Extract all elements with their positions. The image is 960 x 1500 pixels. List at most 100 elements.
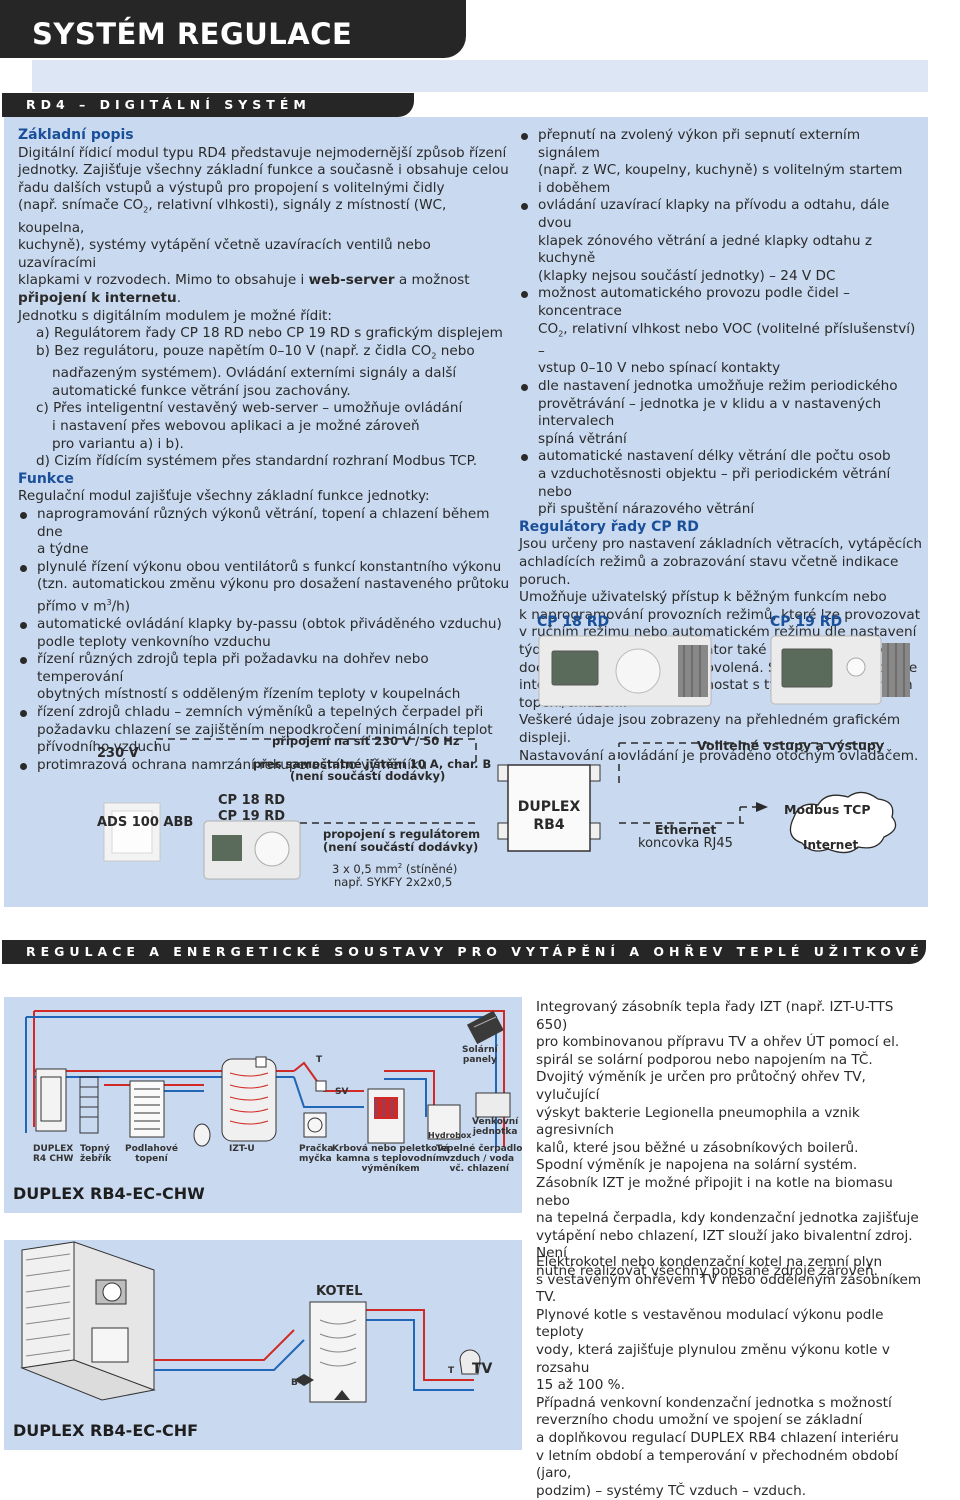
basic-line-5: kuchyně), systémy vytápění včetně uzavír…	[18, 237, 431, 271]
function-item: naprogramování různých výkonů větrání, t…	[18, 506, 510, 559]
function-item: automatické nastavení délky větrání dle …	[519, 448, 923, 518]
text-line: 15 až 100 %.	[536, 1377, 625, 1394]
t-label-d2: T	[448, 1366, 455, 1376]
outdoor-unit-icon	[475, 1092, 511, 1118]
option-b-line-1: b) Bez regulátoru, pouze napětím 0–10 V …	[36, 342, 475, 361]
text-line: pro kombinovanou přípravu TV a ohřev ÚT …	[536, 1034, 900, 1051]
option-a: a) Regulátorem řady CP 18 RD nebo CP 19 …	[36, 325, 503, 342]
duplex-rb4-unit-box	[507, 764, 591, 852]
text-line: kalů, které jsou běžné u zásobníkových b…	[536, 1139, 859, 1156]
diagram-2-title: DUPLEX RB4-EC-CHF	[13, 1421, 199, 1440]
option-c-line-2: i nastavení přes webovou aplikaci a je m…	[52, 417, 420, 434]
cp19-wiring-label: CP 19 RD	[218, 809, 286, 824]
link-label-1: propojení s regulátorem	[323, 827, 481, 841]
text-line: vytápění nebo chlazení, IZT slouží jako …	[536, 1227, 913, 1262]
functions-heading: Funkce	[18, 470, 74, 487]
cp18-wiring-label: CP 18 RD	[218, 793, 286, 808]
section2-text-2: Elektrokotel nebo kondenzační kotel na z…	[536, 1254, 934, 1500]
reg-line: achladících režimů a zobrazování stavu v…	[519, 553, 899, 588]
basic-line-6: klapkami v rozvodech. Mimo to obsahuje i…	[18, 272, 470, 289]
text-line: podzim) – systémy TČ vzduch – vzduch.	[536, 1482, 807, 1499]
text-line: vody, která zajišťuje plynulou změnu výk…	[536, 1341, 890, 1376]
text-line: na tepelná čerpadla, kdy kondenzační jed…	[536, 1210, 919, 1227]
cable-label-2: např. SYKFY 2x2x0,5	[334, 875, 453, 889]
rd4-panel	[4, 117, 928, 907]
function-item: řízení různých zdrojů tepla při požadavk…	[18, 651, 510, 704]
option-b-line-3: automatické funkce větrání jsou zachován…	[52, 382, 351, 399]
cp18-controller-image	[538, 635, 712, 707]
text-line: Integrovaný zásobník tepla řady IZT (nap…	[536, 999, 894, 1033]
functions-list: naprogramování různých výkonů větrání, t…	[18, 506, 510, 774]
text-line: nutné realizovat všechny popsané zdroje …	[536, 1262, 878, 1279]
text-line: spirál se solární podporou nebo napojení…	[536, 1051, 873, 1068]
solar-panels-icon	[466, 1010, 504, 1045]
wiring-diagram	[103, 738, 897, 880]
option-b-line-2: nadřazeným systémem). Ovládání externími…	[52, 365, 457, 382]
io-label: Volitelné vstupy a výstupy	[697, 738, 885, 753]
function-item: ovládání uzavírací klapky na přívodu a o…	[519, 197, 923, 285]
link-label-2: (není součástí dodávky)	[323, 840, 479, 854]
basic-line-2: jednotky. Zajišťuje všechny základní fun…	[18, 162, 509, 179]
option-d: d) Cizím řídícím systémem přes standardn…	[36, 453, 478, 470]
hot-water-label: TV	[472, 1361, 493, 1377]
functions-intro: Regulační modul zajišťuje všechny základ…	[18, 488, 430, 505]
text-line: s vestavěným ohřevem TV nebo odděleným z…	[536, 1271, 922, 1306]
heating-diagram-1	[25, 1010, 511, 1147]
breaker-label-2: (není součástí dodávky)	[290, 769, 446, 783]
reg-line: Jsou určeny pro nastavení základních vět…	[519, 536, 923, 553]
basic-line-1: Digitální řídicí modul typu RD4 představ…	[18, 144, 507, 161]
function-item: řízení zdrojů chladu – zemních výměníků …	[18, 704, 510, 757]
function-item: přepnutí na zvolený výkon při sepnutí ex…	[519, 127, 923, 197]
basic-line-4: (např. snímače CO2, relativní vlhkosti),…	[18, 197, 447, 236]
top-backdrop	[32, 60, 928, 92]
basic-line-7: připojení k internetu.	[18, 290, 182, 307]
boiler-label: KOTEL	[316, 1284, 363, 1299]
function-item: protimrazová ochrana namrzání rekuperačn…	[18, 757, 510, 775]
modbus-label: Modbus TCP	[784, 802, 871, 817]
reg-line: Veškeré údaje jsou zobrazeny na přehledn…	[519, 712, 901, 746]
text-line: Plynové kotle s vestavěnou modulací výko…	[536, 1306, 884, 1341]
text-line: Zásobník IZT je možné připojit i na kotl…	[536, 1174, 893, 1209]
washing-machine-icon	[303, 1112, 327, 1138]
sv-label: SV	[335, 1087, 349, 1097]
text-line: Případná venkovní kondenzační jednotka s…	[536, 1394, 892, 1411]
cp18-label: CP 18 RD	[537, 614, 610, 630]
text-line: výskyt bakterie Legionella pneumophila a…	[536, 1104, 860, 1139]
cp19-label: CP 19 RD	[770, 614, 843, 630]
towel-rail-icon	[79, 1076, 99, 1134]
section-bar-rd4: RD4 – DIGITÁLNÍ SYSTÉM REGULACE	[2, 93, 414, 136]
izt-tank-label: IZT-U	[229, 1144, 255, 1154]
page-title-bar: SYSTÉM REGULACE	[0, 0, 466, 58]
section2-text-1: Integrovaný zásobník tepla řady IZT (nap…	[536, 999, 928, 1281]
cable-label-1: 3 x 0,5 mm2 (stíněné)	[332, 862, 458, 876]
text-line: Elektrokotel nebo kondenzační kotel na z…	[536, 1254, 883, 1270]
hydrobox-icon	[427, 1104, 461, 1140]
internet-cloud	[789, 791, 897, 854]
page-title: SYSTÉM REGULACE	[32, 17, 353, 51]
function-item: možnost automatického provozu podle čide…	[519, 285, 923, 378]
text-line: Spodní výměník je napojena na solární sy…	[536, 1157, 858, 1174]
function-item: automatické ovládání klapky by-passu (ob…	[18, 616, 510, 651]
breaker-label-1: přes samostatné jištění 10 A, char. B	[253, 757, 492, 771]
control-intro: Jednotku s digitálním modulem je možné ř…	[18, 307, 332, 324]
ethernet-label: Ethernet	[655, 822, 717, 837]
reg-line: k naprogramování provozních režimů, kter…	[519, 606, 921, 623]
option-c-line-3: pro variantu a) i b).	[52, 435, 184, 452]
hydrobox-label: Hydrobox	[428, 1131, 472, 1140]
reg-line: Nastavování a ovládání je prováděno otoč…	[519, 747, 919, 764]
basic-description-heading: Základní popis	[18, 127, 134, 143]
function-item: dle nastavení jednotka umožňuje režim pe…	[519, 378, 923, 448]
ethernet-connector-label: koncovka RJ45	[638, 836, 733, 851]
option-c-line-1: c) Přes inteligentní vestavěný web-serve…	[36, 400, 463, 417]
reg-line: Umožňuje uživatelský přístup k běžným fu…	[519, 589, 887, 606]
t-label-d1: T	[316, 1055, 323, 1065]
cp19-controller-image	[770, 635, 910, 705]
